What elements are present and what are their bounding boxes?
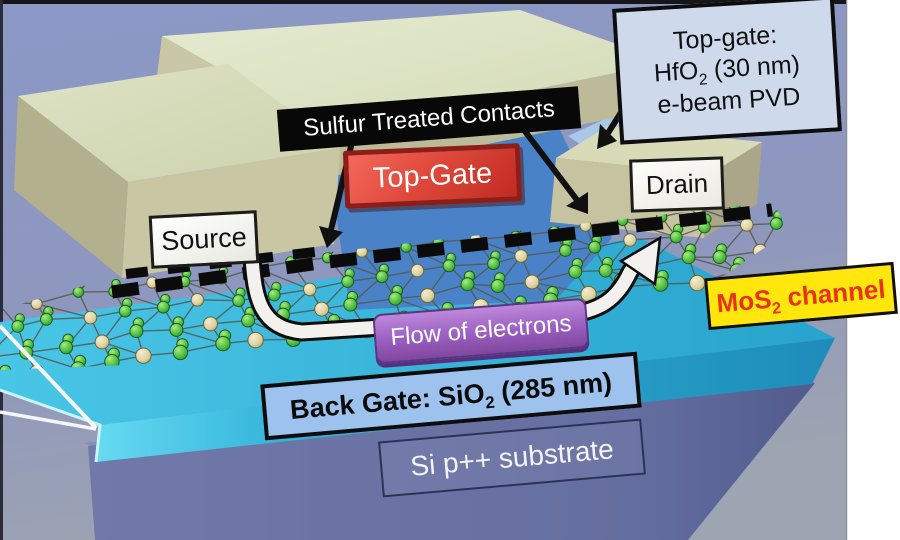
s-atom xyxy=(375,270,389,284)
s-atom xyxy=(40,312,53,326)
mo-atom xyxy=(689,274,706,292)
scene-top-border xyxy=(0,0,846,4)
drain-text: Drain xyxy=(645,167,709,201)
substrate-front-face xyxy=(88,383,815,540)
label-top-gate: Top-Gate xyxy=(342,143,523,209)
mo-atom xyxy=(524,274,540,290)
s-atom xyxy=(11,320,25,333)
s-atom xyxy=(388,291,403,306)
source-text: Source xyxy=(160,221,248,257)
note-hfo2-pre: HfO xyxy=(653,57,700,88)
mo-atom xyxy=(420,288,436,304)
s-atom xyxy=(442,259,456,273)
s-atom xyxy=(169,322,184,337)
s-atom xyxy=(669,230,683,244)
s-atom xyxy=(568,264,583,279)
pointer-line-lower xyxy=(0,410,97,431)
mo-atom xyxy=(247,331,264,349)
s-atom xyxy=(172,344,189,361)
s-atom xyxy=(490,279,505,293)
top-gate-text: Top-Gate xyxy=(372,156,493,195)
s-atom xyxy=(129,324,144,339)
s-atom xyxy=(487,257,500,271)
s-atom xyxy=(59,340,74,355)
s-atom xyxy=(232,294,246,308)
pointer-line-upper xyxy=(0,324,98,430)
flow-arrowhead xyxy=(618,235,662,287)
mo-atom xyxy=(514,249,528,263)
note-hfo2-post: (30 nm) xyxy=(706,50,801,85)
source-block-left xyxy=(14,96,128,278)
mo-atom xyxy=(83,310,98,325)
s-atom xyxy=(0,364,12,370)
s-atom xyxy=(460,277,475,292)
mo-atom xyxy=(203,316,218,332)
sio2-edge-highlight xyxy=(0,388,102,463)
s-atom xyxy=(72,286,85,298)
topgate-slab-top xyxy=(162,10,668,132)
s-atom xyxy=(215,335,231,352)
si-substrate-text: Si p++ substrate xyxy=(409,433,615,482)
s-atom xyxy=(588,240,602,254)
s-atom xyxy=(118,304,132,318)
s-atom xyxy=(598,263,613,278)
s-atom xyxy=(770,217,783,230)
mo-atom xyxy=(314,301,330,317)
source-block-top xyxy=(18,64,340,182)
s-atom xyxy=(341,275,355,288)
s-atom xyxy=(559,244,572,257)
s-atom xyxy=(267,288,281,302)
drain-block-right xyxy=(704,142,762,238)
flow-text: Flow of electrons xyxy=(389,309,573,352)
s-atom xyxy=(241,313,256,328)
mo-atom xyxy=(303,282,317,297)
sulfur-contact-arrow-right xyxy=(521,128,588,214)
label-top-gate-note: Top-gate: HfO2 (30 nm) e-beam PVD xyxy=(612,0,842,145)
label-drain: Drain xyxy=(629,156,725,213)
mo-atom xyxy=(410,263,425,278)
contact-dashed-line xyxy=(111,203,773,299)
s-atom xyxy=(712,250,727,265)
label-source: Source xyxy=(148,210,260,269)
mos2-channel-text: MoS2 channel xyxy=(715,273,886,319)
back-gate-pre: Back Gate: SiO xyxy=(288,377,486,425)
mo-atom xyxy=(623,233,637,247)
s-atom xyxy=(343,297,358,312)
mos2-post: channel xyxy=(778,273,887,313)
s-atom xyxy=(681,250,696,265)
mo-atom xyxy=(135,347,152,364)
s-atom xyxy=(156,300,170,314)
back-gate-post: (285 nm) xyxy=(492,366,614,407)
scene-left-border xyxy=(0,0,3,540)
mo-atom xyxy=(94,334,110,350)
mo-atom xyxy=(740,218,754,232)
mo-atom xyxy=(190,293,205,307)
mos2-pre: MoS xyxy=(715,283,773,318)
